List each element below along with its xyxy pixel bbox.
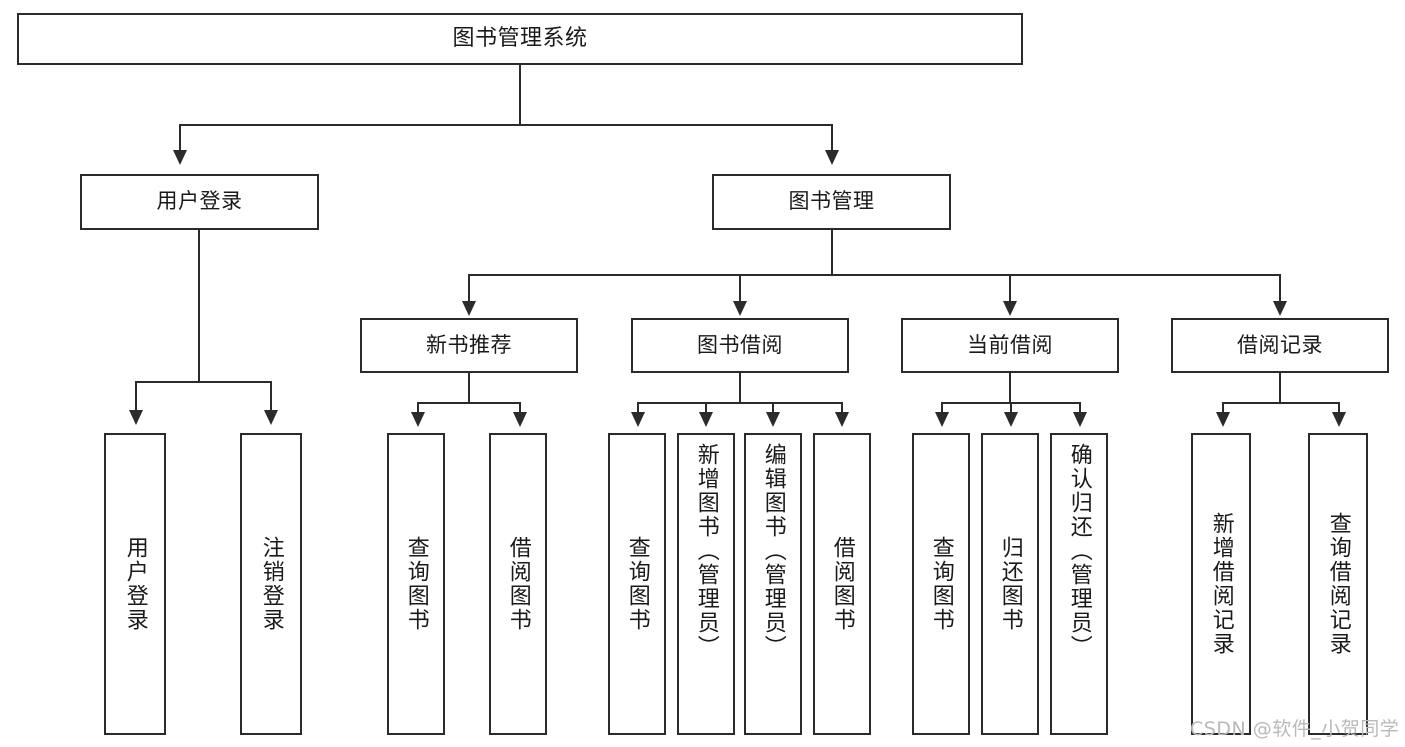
node-label: 新增图书（管理员） <box>693 443 719 659</box>
arrowhead-bb-leaf-4 <box>835 412 849 427</box>
connector-user-login-bus <box>135 381 271 383</box>
connector-br-drop-2 <box>1338 402 1340 414</box>
connector-bb-stem <box>739 373 741 403</box>
arrowhead-user-login-leaf-2 <box>264 410 278 425</box>
arrowhead-cb-leaf-2 <box>1004 412 1018 427</box>
arrowhead-bm-child-2 <box>733 301 747 316</box>
node-current-borrow[interactable]: 当前借阅 <box>901 318 1119 373</box>
arrowhead-cb-leaf-3 <box>1073 412 1087 427</box>
connector-root-stem <box>519 65 521 125</box>
connector-bm-drop-3 <box>1009 274 1011 303</box>
connector-bm-drop-4 <box>1279 274 1281 303</box>
leaf-borrow-book-1[interactable]: 借阅图书 <box>489 433 547 735</box>
node-borrow-record[interactable]: 借阅记录 <box>1171 318 1389 373</box>
arrowhead-nbr-leaf-1 <box>411 412 425 427</box>
leaf-query-book-3[interactable]: 查询图书 <box>912 433 970 735</box>
leaf-edit-book[interactable]: 编辑图书（管理员） <box>744 433 802 735</box>
leaf-query-book-2[interactable]: 查询图书 <box>608 433 666 735</box>
node-label: 图书管理 <box>788 189 875 214</box>
node-book-borrow[interactable]: 图书借阅 <box>631 318 849 373</box>
node-label: 归还图书 <box>997 536 1023 632</box>
leaf-query-book-1[interactable]: 查询图书 <box>387 433 445 735</box>
arrowhead-bb-leaf-2 <box>699 412 713 427</box>
node-label: 查询图书 <box>624 536 650 632</box>
connector-cb-drop-2 <box>1010 402 1012 414</box>
node-label: 用户登录 <box>156 189 243 214</box>
leaf-return-book[interactable]: 归还图书 <box>981 433 1039 735</box>
connector-user-login-stem <box>198 230 200 382</box>
connector-root-to-user-login <box>179 124 181 152</box>
node-label: 查询图书 <box>403 536 429 632</box>
connector-user-login-drop-1 <box>135 381 137 412</box>
leaf-borrow-book-2[interactable]: 借阅图书 <box>813 433 871 735</box>
connector-nbr-drop-1 <box>417 402 419 414</box>
connector-cb-drop-3 <box>1079 402 1081 414</box>
node-label: 确认归还（管理员） <box>1066 443 1092 659</box>
connector-book-management-bus <box>468 274 1280 276</box>
connector-nbr-drop-2 <box>519 402 521 414</box>
node-label: 借阅记录 <box>1237 332 1323 357</box>
leaf-add-record[interactable]: 新增借阅记录 <box>1191 433 1251 735</box>
node-label: 借阅图书 <box>829 536 855 632</box>
connector-bb-bus <box>637 402 843 404</box>
connector-bm-drop-2 <box>739 274 741 303</box>
node-book-management-system[interactable]: 图书管理系统 <box>17 13 1023 65</box>
node-label: 新书推荐 <box>426 332 512 357</box>
node-label: 查询图书 <box>928 536 954 632</box>
csdn-watermark: CSDN @软件_小贺同学 <box>1190 718 1400 740</box>
leaf-user-login[interactable]: 用户登录 <box>104 433 166 735</box>
connector-nbr-stem <box>468 373 470 403</box>
connector-br-bus <box>1222 402 1339 404</box>
connector-root-bus <box>179 124 833 126</box>
connector-book-management-stem <box>831 230 833 275</box>
arrowhead-root-to-user-login <box>173 150 187 165</box>
leaf-logout[interactable]: 注销登录 <box>240 433 302 735</box>
arrowhead-bb-leaf-3 <box>766 412 780 427</box>
node-label: 图书管理系统 <box>452 25 588 51</box>
connector-user-login-drop-2 <box>270 381 272 412</box>
connector-bm-drop-1 <box>468 274 470 303</box>
connector-root-to-book-management <box>831 124 833 152</box>
arrowhead-bm-child-1 <box>462 301 476 316</box>
node-label: 查询借阅记录 <box>1325 512 1351 656</box>
arrowhead-bm-child-4 <box>1273 301 1287 316</box>
leaf-confirm-return[interactable]: 确认归还（管理员） <box>1050 433 1108 735</box>
node-label: 编辑图书（管理员） <box>760 443 786 659</box>
connector-nbr-bus <box>417 402 520 404</box>
node-new-book-recommend[interactable]: 新书推荐 <box>360 318 578 373</box>
arrowhead-br-leaf-1 <box>1216 412 1230 427</box>
connector-bb-drop-4 <box>841 402 843 414</box>
arrowhead-user-login-leaf-1 <box>129 410 143 425</box>
node-book-management[interactable]: 图书管理 <box>712 174 951 230</box>
node-label: 当前借阅 <box>967 332 1053 357</box>
arrowhead-nbr-leaf-2 <box>513 412 527 427</box>
arrowhead-root-to-book-management <box>825 150 839 165</box>
node-label: 借阅图书 <box>505 536 531 632</box>
node-label: 注销登录 <box>258 536 284 632</box>
connector-cb-drop-1 <box>941 402 943 414</box>
connector-bb-drop-2 <box>705 402 707 414</box>
arrowhead-bb-leaf-1 <box>631 412 645 427</box>
arrowhead-bm-child-3 <box>1003 301 1017 316</box>
leaf-query-record[interactable]: 查询借阅记录 <box>1308 433 1368 735</box>
node-label: 图书借阅 <box>697 332 783 357</box>
node-label: 用户登录 <box>122 536 148 632</box>
leaf-add-book[interactable]: 新增图书（管理员） <box>677 433 735 735</box>
connector-bb-drop-3 <box>772 402 774 414</box>
node-label: 新增借阅记录 <box>1208 512 1234 656</box>
arrowhead-cb-leaf-1 <box>935 412 949 427</box>
connector-br-drop-1 <box>1222 402 1224 414</box>
connector-bb-drop-1 <box>637 402 639 414</box>
connector-cb-stem <box>1009 373 1011 403</box>
connector-br-stem <box>1279 373 1281 403</box>
arrowhead-br-leaf-2 <box>1332 412 1346 427</box>
node-user-login[interactable]: 用户登录 <box>80 174 319 230</box>
